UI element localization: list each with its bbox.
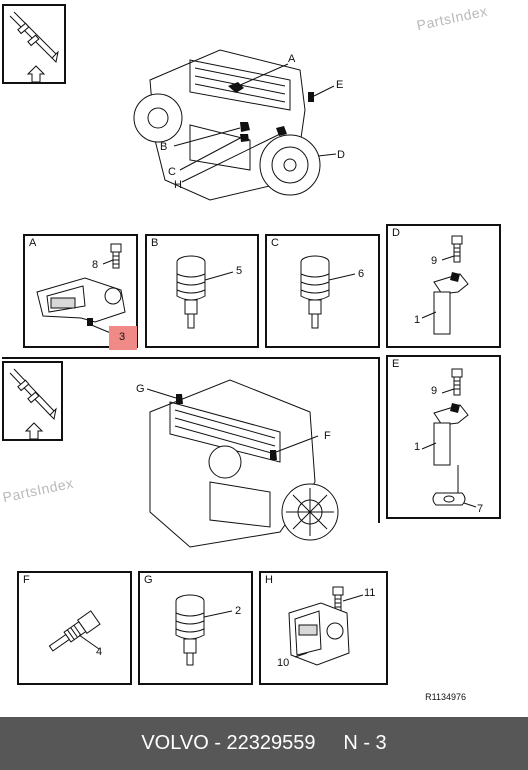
part-label-11: 11 [364, 587, 376, 599]
callout-h: H [174, 179, 182, 191]
part-label-8: 8 [92, 259, 99, 271]
panel-e-letter: E [392, 358, 400, 370]
bottom-engine-illustration: G F [130, 372, 340, 552]
footer-position: N - 3 [343, 732, 387, 754]
part-label-5: 5 [236, 265, 243, 277]
callout-f: F [324, 430, 331, 442]
part-label-7-e: 7 [477, 503, 484, 515]
callout-b: B [160, 141, 168, 153]
panel-f-letter: F [23, 574, 30, 586]
panel-c-letter: C [271, 237, 279, 249]
panel-g-letter: G [144, 574, 153, 586]
view-direction-icon-top [2, 4, 66, 84]
footer-separator: - [208, 732, 227, 754]
panel-b: B 5 [145, 234, 259, 348]
part-label-6: 6 [358, 268, 365, 280]
part-label-9-e: 9 [431, 385, 438, 397]
panel-e: E 9 1 7 [386, 355, 501, 519]
panel-f: F 4 [17, 571, 132, 685]
panel-b-letter: B [151, 237, 159, 249]
footer-gap [316, 732, 344, 755]
panel-a-letter: A [29, 237, 37, 249]
part-label-10: 10 [277, 657, 290, 669]
part-label-1-e: 1 [414, 441, 421, 453]
panel-d: D 9 1 [386, 224, 501, 348]
callout-e: E [336, 79, 344, 91]
part-label-1-d: 1 [414, 314, 421, 326]
callout-a: A [288, 53, 296, 65]
callout-c: C [168, 166, 176, 178]
callout-g: G [136, 383, 145, 395]
callout-d: D [337, 149, 345, 161]
footer-brand: VOLVO [141, 732, 209, 754]
panel-g: G 2 [138, 571, 253, 685]
top-engine-illustration: A E B D C H [130, 30, 345, 210]
panel-d-letter: D [392, 227, 400, 239]
panel-h: H 11 10 [259, 571, 388, 685]
footer-bar: VOLVO - 22329559 N - 3 [0, 717, 528, 770]
view-direction-icon-middle [2, 361, 63, 441]
panel-h-letter: H [265, 574, 273, 586]
watermark-top: PartsIndex [415, 2, 489, 34]
middle-frame [2, 357, 380, 523]
part-label-2: 2 [235, 605, 242, 617]
part-label-3: 3 [119, 331, 126, 343]
highlight-part-3 [109, 326, 137, 350]
footer-part-number: 22329559 [226, 732, 316, 754]
part-label-9-d: 9 [431, 255, 438, 267]
part-label-4: 4 [96, 646, 103, 658]
panel-c: C 6 [265, 234, 380, 348]
reference-number: R1134976 [425, 692, 466, 702]
